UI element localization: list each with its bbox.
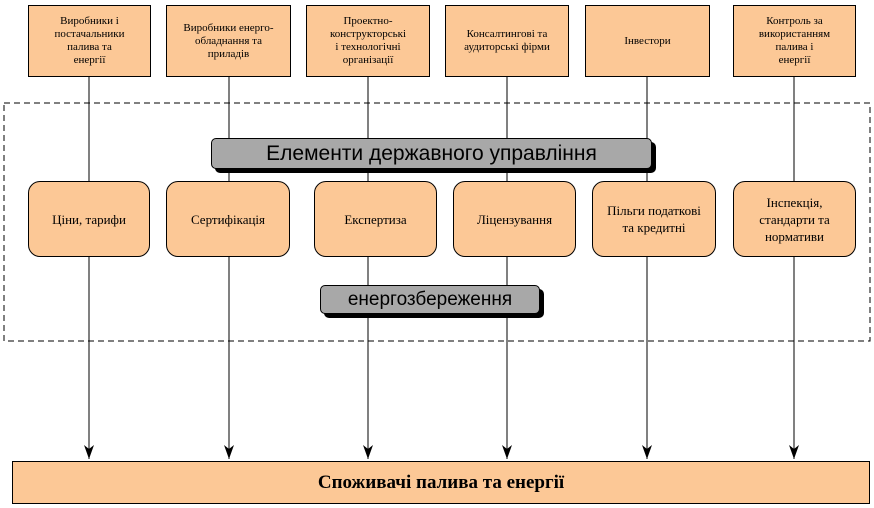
participant-producers: Виробники і постачальники палива та енер… (28, 5, 151, 77)
participant-fuel-energy-control: Контроль за використанням палива і енерг… (733, 5, 856, 77)
heading-government-elements: Елементи державного управління (211, 138, 652, 169)
heading-energy-saving: енергозбереження (320, 285, 540, 314)
element-prices-tariffs: Ціни, тарифи (28, 181, 150, 257)
element-expertise: Експертиза (314, 181, 437, 257)
element-certification: Сертифікація (166, 181, 290, 257)
element-inspection-standards: Інспекція, стандарти та нормативи (733, 181, 856, 257)
consumers-bar: Споживачі палива та енергії (12, 461, 870, 504)
participant-equipment-manufacturers: Виробники енерго- обладнання та приладів (166, 5, 291, 77)
government-elements-frame (3, 102, 871, 342)
participant-investors: Інвестори (585, 5, 710, 77)
participant-consulting-firms: Консалтингові та аудиторські фірми (445, 5, 569, 77)
element-licensing: Ліцензування (453, 181, 576, 257)
participant-design-organizations: Проектно- конструкторські і технологічні… (306, 5, 430, 77)
element-tax-credit-benefits: Пільги податкові та кредитні (592, 181, 716, 257)
